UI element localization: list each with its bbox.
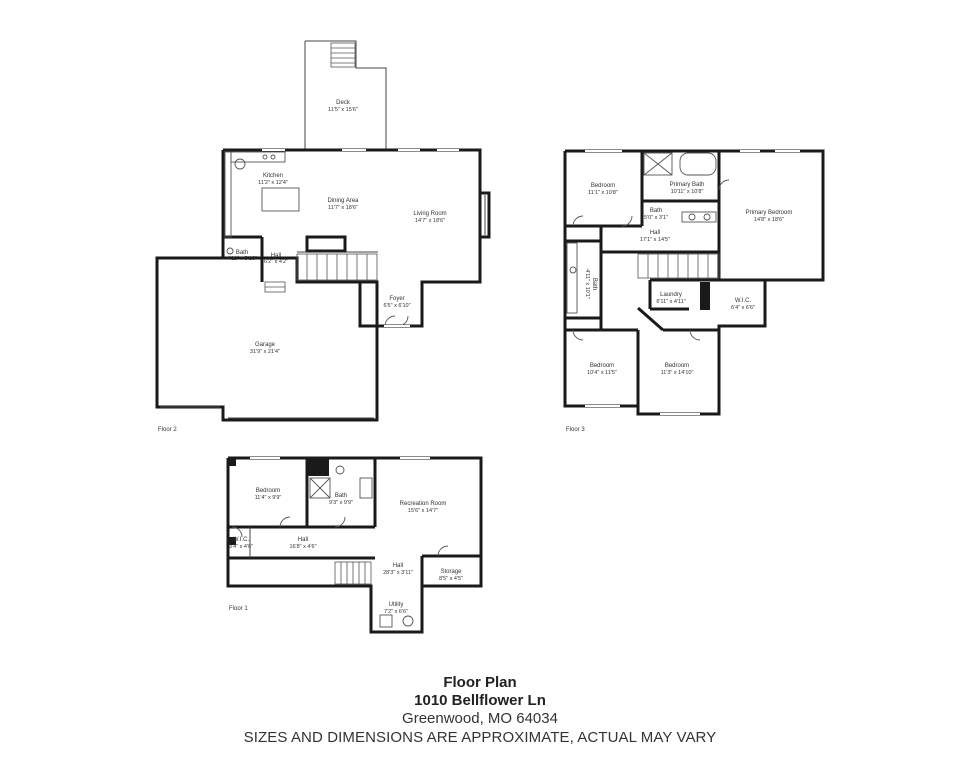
f3-bath-small-dim: 5'0" x 3'1" (644, 215, 668, 221)
deck-name: Deck (336, 100, 351, 106)
f3-hall-dim: 17'1" x 14'5" (640, 237, 670, 243)
recreation-dim: 15'6" x 14'7" (408, 508, 438, 514)
f1-wic-dim: 3'4" x 4'6" (229, 544, 253, 550)
recreation-name: Recreation Room (400, 501, 447, 507)
f1-hall2-name: Hall (393, 563, 403, 569)
shower-icon (643, 152, 673, 176)
dining-dim: 11'7" x 18'6" (328, 205, 358, 211)
laundry-chute (700, 282, 710, 310)
laundry-dim: 6'11" x 4'11" (656, 299, 685, 305)
caption-city: Greenwood, MO 64034 (402, 710, 558, 727)
water-heater-icon (402, 615, 414, 627)
primary-bath-name: Primary Bath (670, 182, 705, 188)
f1-hall-dim: 16'8" x 4'6" (289, 544, 316, 550)
floor-2-stairs (296, 253, 378, 281)
garage-walls (155, 256, 379, 422)
primary-bedroom-name: Primary Bedroom (746, 210, 793, 216)
laundry-name: Laundry (660, 292, 682, 298)
storage-dim: 8'5" x 4'5" (439, 576, 463, 582)
foyer-name: Foyer (389, 296, 404, 302)
utility-name: Utility (389, 602, 404, 608)
kitchen-name: Kitchen (263, 173, 283, 179)
f1-hall2-dim: 28'3" x 3'11" (383, 570, 413, 576)
f3-hall-name: Hall (650, 230, 660, 236)
kitchen-island (261, 187, 300, 212)
lazy-susan-icon (234, 158, 246, 170)
f1-shower-icon (309, 477, 331, 499)
bay-window (480, 191, 491, 239)
f3-bedroom-s-dim: 11'3" x 14'10" (661, 370, 694, 376)
f3-bedroom-nw-name: Bedroom (591, 183, 615, 189)
island-bar (305, 235, 347, 253)
f3-bedroom-sw-name: Bedroom (590, 363, 614, 369)
f1-bath-dim: 9'3" x 9'9" (329, 500, 353, 506)
floor-1-utility-chase (307, 458, 329, 476)
f3-bath-side-dim: 4'11" x 10'1" (584, 269, 590, 299)
living-dim: 14'7" x 18'6" (415, 218, 445, 224)
f1-bedroom-dim: 11'4" x 9'9" (255, 495, 282, 501)
f1-bedroom-name: Bedroom (256, 488, 280, 494)
floor-2-label: Floor 2 (158, 427, 177, 433)
dining-name: Dining Area (327, 198, 359, 204)
caption-address: 1010 Bellflower Ln (414, 692, 546, 709)
utility-dim: 7'2" x 6'6" (384, 609, 408, 615)
floor-1-plan: Bedroom 11'4" x 9'9" Bath 9'3" x 9'9" Re… (226, 456, 483, 634)
garage-dim: 31'9" x 21'4" (250, 349, 280, 355)
f2-bath-dim: 4'11" x 5'10" (227, 256, 257, 262)
floor-1-exterior-walls (226, 456, 483, 634)
floor-3-label: Floor 3 (566, 427, 585, 433)
f1-hall-name: Hall (298, 537, 308, 543)
floor-1-stairs (334, 561, 372, 585)
floor-2-plan: Deck 11'5" x 15'6" Kitchen 11'2" x 12'4"… (155, 40, 491, 433)
deck-outline (304, 40, 387, 151)
garage-steps (264, 281, 286, 293)
f3-bedroom-s-name: Bedroom (665, 363, 689, 369)
toilet-icon (226, 247, 234, 255)
storage-name: Storage (440, 569, 462, 575)
garage-name: Garage (255, 342, 276, 348)
floor-3-stairs (637, 253, 720, 279)
f2-hall-dim: 6'2" x 4'2" (264, 259, 288, 265)
f3-bath-side-name: Bath (591, 278, 597, 290)
f3-wic-dim: 6'4" x 6'6" (731, 305, 755, 311)
bathtub-icon (679, 152, 717, 176)
f3-bedroom-nw-dim: 11'1" x 10'8" (588, 190, 618, 196)
floor-plan-drawing: Deck 11'5" x 15'6" Kitchen 11'2" x 12'4"… (155, 40, 825, 634)
caption-disclaimer: SIZES AND DIMENSIONS ARE APPROXIMATE, AC… (243, 729, 717, 746)
f1-bath-name: Bath (335, 493, 347, 499)
f1-wic-name: W.I.C. (233, 537, 250, 543)
kitchen-dim: 11'2" x 12'4" (258, 180, 288, 186)
primary-bath-dim: 10'11" x 10'8" (671, 189, 704, 195)
f3-wic-name: W.I.C. (735, 298, 752, 304)
caption-title: Floor Plan (443, 674, 517, 691)
floor-1-label: Floor 1 (229, 606, 248, 612)
f3-bath-small-name: Bath (650, 208, 662, 214)
primary-bedroom-dim: 14'8" x 18'6" (754, 217, 784, 223)
f2-hall-name: Hall (271, 253, 281, 259)
f3-bedroom-sw-dim: 10'4" x 11'5" (587, 370, 617, 376)
f2-bath-name: Bath (236, 250, 248, 256)
floor-3-plan: Bedroom 11'1" x 10'8" Primary Bath 10'11… (563, 149, 825, 433)
foyer-dim: 6'5" x 6'10" (383, 303, 410, 309)
living-name: Living Room (413, 211, 446, 217)
deck-dim: 11'5" x 15'6" (328, 107, 358, 113)
deck-stairs (330, 42, 356, 68)
